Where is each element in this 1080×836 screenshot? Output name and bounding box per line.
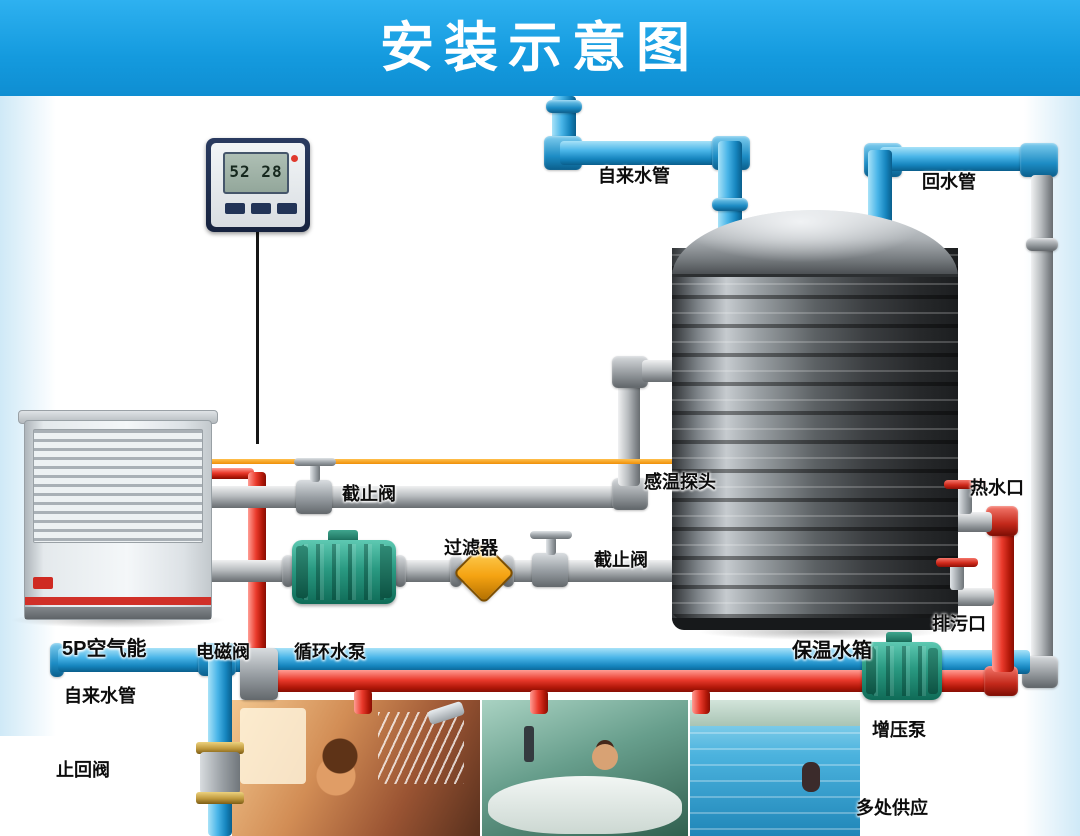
heat-pump-grille xyxy=(33,429,203,543)
label-tap-water-left: 自来水管 xyxy=(64,686,136,706)
photo-shower xyxy=(232,700,480,836)
pipe-hot-horizontal xyxy=(244,670,1016,692)
pump-ribs xyxy=(870,646,934,696)
check-valve-nut-bottom xyxy=(196,792,244,804)
label-multi-supply: 多处供应 xyxy=(856,798,928,818)
photo-pool xyxy=(690,700,860,836)
stop-valve-upper-handle xyxy=(294,458,336,466)
tank-dome xyxy=(672,210,958,277)
label-solenoid-valve: 电磁阀 xyxy=(196,642,250,662)
pump-ribs xyxy=(300,544,388,600)
pump-end-cap xyxy=(296,546,308,598)
pipe-hot-stub-3 xyxy=(692,690,710,714)
controller-face: 52 28 xyxy=(211,143,305,227)
temp-sensor-wire xyxy=(210,459,688,464)
stop-valve-lower-handle xyxy=(530,531,572,539)
label-temp-sensor: 感温探头 xyxy=(644,472,716,492)
page-title: 安装示意图 xyxy=(380,18,700,78)
pipe-return-riser xyxy=(1031,175,1053,667)
stop-valve-lower-body xyxy=(532,553,568,587)
label-heat-pump: 5P空气能 xyxy=(62,638,147,660)
label-circulation-pump: 循环水泵 xyxy=(294,642,366,662)
pipe-coupling xyxy=(712,198,748,211)
label-hot-water-outlet: 热水口 xyxy=(970,478,1024,498)
pipe-hot-connector xyxy=(208,468,254,479)
pipe-upper-riser xyxy=(618,366,640,486)
check-valve-body xyxy=(200,752,240,794)
hot-water-valve-stem xyxy=(958,486,972,514)
pump-flange xyxy=(394,555,406,587)
label-booster-pump: 增压泵 xyxy=(872,720,926,740)
pump-end-cap xyxy=(928,648,938,694)
controller-button xyxy=(251,203,271,214)
tank-ribs xyxy=(672,254,958,622)
pipe-tap-inlet-horizontal xyxy=(560,141,736,165)
pump-end-cap xyxy=(380,546,392,598)
controller-button xyxy=(277,203,297,214)
heat-pump-base xyxy=(25,607,211,619)
label-tank: 保温水箱 xyxy=(792,640,872,662)
photo-bathtub xyxy=(482,700,688,836)
drain-valve-stem xyxy=(950,564,964,590)
pipe-hot-stub-1 xyxy=(354,690,372,714)
label-return-pipe: 回水管 xyxy=(922,172,976,192)
water-tank xyxy=(672,248,958,630)
controller-wire xyxy=(256,230,259,444)
check-valve-nut-top xyxy=(196,742,244,754)
label-stop-valve-lower: 截止阀 xyxy=(594,550,648,570)
label-stop-valve-upper: 截止阀 xyxy=(342,484,396,504)
pipe-coupling xyxy=(546,100,582,113)
controller-indicator xyxy=(291,155,298,162)
faucet-icon xyxy=(524,726,534,762)
label-check-valve: 止回阀 xyxy=(56,760,110,780)
stop-valve-upper-body xyxy=(296,480,332,514)
pipe-elbow xyxy=(1020,143,1058,177)
booster-pump-cap xyxy=(886,632,912,644)
pipe-upper-circuit xyxy=(208,486,646,508)
heat-pump-unit xyxy=(24,420,212,620)
shower-head-icon xyxy=(426,700,466,726)
circulation-pump-unit xyxy=(292,540,396,604)
pipe-supply-horizontal xyxy=(58,648,876,672)
tank-base-rim xyxy=(672,618,958,630)
label-filter: 过滤器 xyxy=(444,538,498,558)
drain-valve-handle xyxy=(936,558,978,567)
controller-display: 52 28 xyxy=(223,152,289,194)
label-tap-water-top: 自来水管 xyxy=(598,166,670,186)
pump-flange xyxy=(282,555,294,587)
heat-pump-red-stripe xyxy=(25,597,211,605)
header-banner: 安装示意图 xyxy=(0,0,1080,96)
thermostat-controller: 52 28 xyxy=(206,138,310,232)
heat-pump-logo xyxy=(33,577,53,589)
pump-end-cap xyxy=(866,648,876,694)
pipe-return-horizontal xyxy=(880,147,1030,171)
hot-water-valve-handle xyxy=(944,480,986,489)
solenoid-valve-unit xyxy=(240,648,278,700)
pipe-hot-stub-2 xyxy=(530,690,548,714)
pipe-coupling xyxy=(1026,238,1058,251)
stop-valve-lower-stem xyxy=(546,537,556,555)
stop-valve-upper-stem xyxy=(310,464,320,482)
pipe-hot-riser-right xyxy=(992,512,1014,672)
controller-button xyxy=(225,203,245,214)
label-drain-outlet: 排污口 xyxy=(932,614,986,634)
